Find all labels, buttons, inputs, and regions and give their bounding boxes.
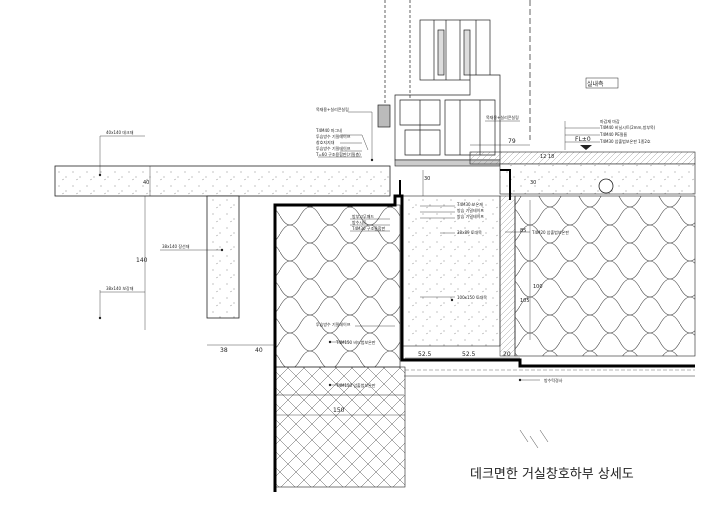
label-m5b: 방습 기밀테이프 <box>457 213 484 219</box>
label-m10: T4M150 비드법보온판 <box>335 339 376 345</box>
label-r1: 마감재 마감 <box>600 118 620 124</box>
label-m3: T4M30 구조용합판 <box>351 225 386 231</box>
sill-plate <box>401 195 501 347</box>
label-l5: 투습방수 기밀테이프 <box>316 145 351 151</box>
label-m12: 방수턱경사 <box>544 377 563 383</box>
dim-79: 79 <box>508 138 516 145</box>
dim-20: 20 <box>503 351 511 358</box>
dim-40a: 40 <box>143 180 149 186</box>
label-m11: T4M150 압출법보온판 <box>335 382 376 388</box>
label-m7: T4M20 압출법보온판 <box>531 229 569 235</box>
floor-slab <box>499 163 696 195</box>
label-deck: 40x140 데크재 <box>106 129 134 135</box>
label-r4: T4M30 압출법보온판 1종2호 <box>599 138 651 144</box>
label-r3: T4M40 PE필름 <box>599 131 627 137</box>
label-l3: 투습방수 기밀테이프 <box>316 133 351 139</box>
label-m4: T4M30 보온재 <box>456 201 483 207</box>
foundation <box>274 366 406 488</box>
dim-18: 18 <box>548 154 554 160</box>
dim-100: 100 <box>533 284 543 290</box>
joist <box>206 195 240 319</box>
label-m8: 100x150 토대목 <box>457 294 487 300</box>
dim-40b: 40 <box>255 347 263 354</box>
label-l4: 창호지지대 <box>316 139 335 145</box>
dim-38: 38 <box>220 347 228 354</box>
dim-85: 85 <box>520 228 526 234</box>
label-beam: 38x140 보강재 <box>106 285 134 291</box>
label-m2: 방수시트 <box>352 219 367 225</box>
room-label: 실내측 <box>587 80 604 88</box>
label-r2: T4M40 비닐시트(2mm,방부목) <box>599 124 656 130</box>
deck-board <box>54 165 391 197</box>
label-m5: 방습 기밀테이프 <box>457 207 484 213</box>
label-joist: 38x140 장선재 <box>162 243 190 249</box>
dim-150: 150 <box>333 407 345 414</box>
wall-insulation <box>274 204 401 368</box>
level-marker <box>580 145 592 150</box>
label-m6: 38x89 토대목 <box>457 229 482 235</box>
floor-insulation <box>514 195 696 357</box>
label-l1: 목재용+실리콘실링 <box>316 106 349 112</box>
label-m9: 투습방수 기밀테이프 <box>316 321 351 327</box>
label-m1: 방부고무패드 <box>352 213 374 219</box>
dim-52-5a: 52.5 <box>418 351 432 358</box>
label-l7: 목재용+실리콘실링 <box>486 114 519 120</box>
dim-12: 12 <box>540 154 546 160</box>
label-l2: T4M40 마그네 <box>315 127 342 133</box>
window-frame <box>377 0 531 161</box>
drawing-title: 데크면한 거실창호하부 상세도 <box>470 467 634 482</box>
dim-30b: 30 <box>530 180 536 186</box>
dim-52-5b: 52.5 <box>462 351 476 358</box>
waterproof-membrane <box>273 194 695 492</box>
floor-level: FL±0 <box>575 136 591 143</box>
dim-105: 105 <box>520 298 530 304</box>
dim-140: 140 <box>136 257 148 264</box>
label-l6: T=60 구조용합판(기밀층) <box>315 151 361 157</box>
dim-30a: 30 <box>424 176 430 182</box>
floor-finish <box>469 151 696 165</box>
